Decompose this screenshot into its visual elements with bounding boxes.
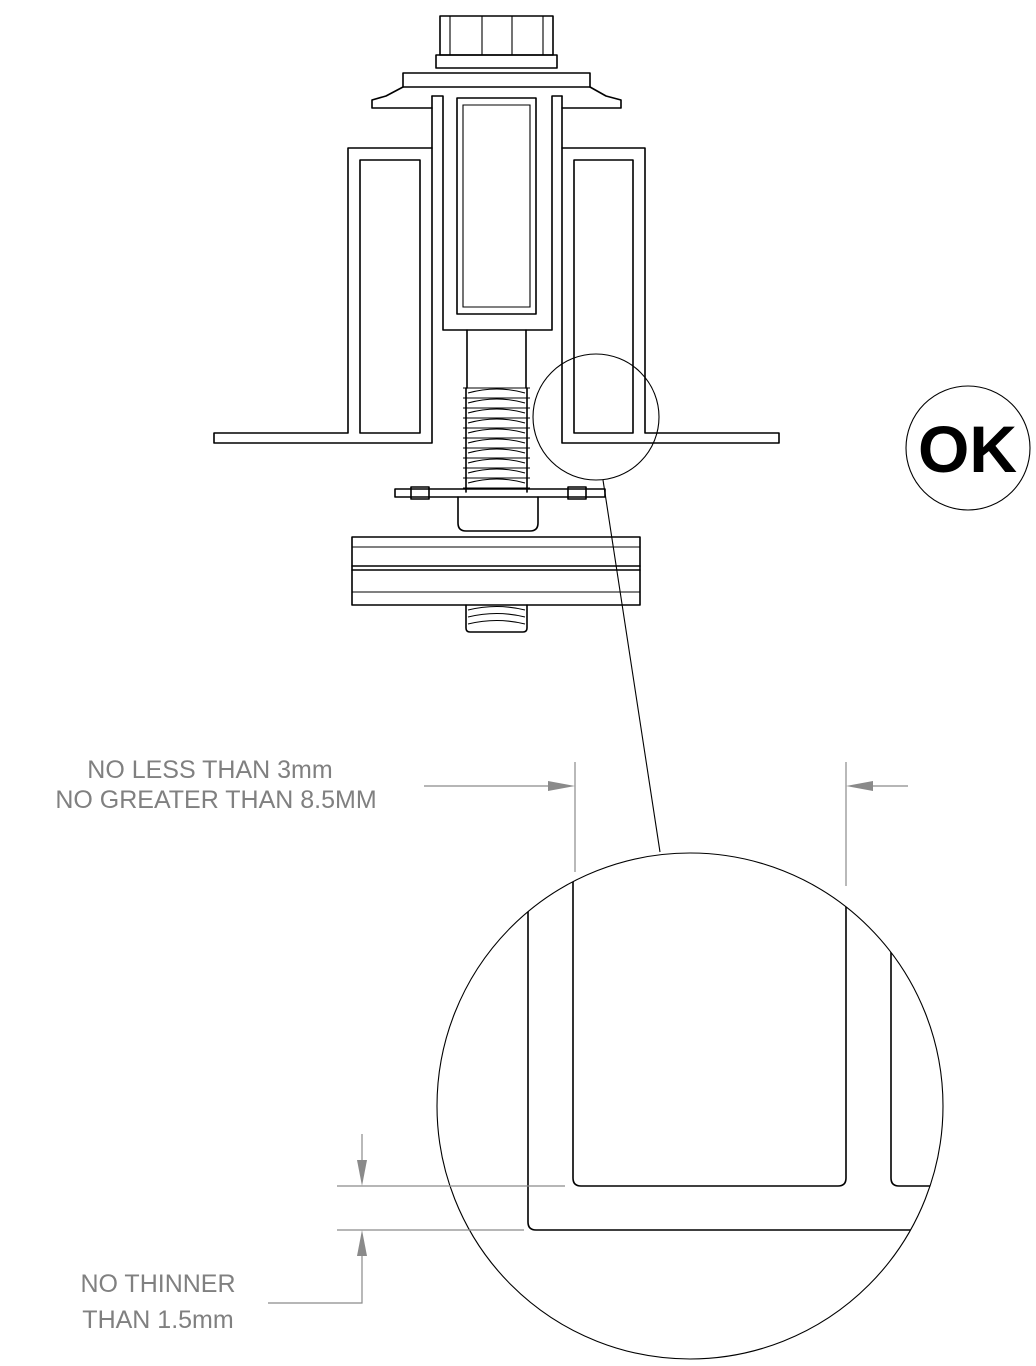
left-rail [213, 147, 433, 444]
gap-callout-line2: NO GREATER THAN 8.5MM [55, 786, 376, 814]
gap-dimension [424, 762, 908, 886]
gap-callout: NO LESS THAN 3mm NO GREATER THAN 8.5MM [55, 756, 376, 814]
detail-profile [527, 859, 943, 1231]
gap-callout-line1: NO LESS THAN 3mm [87, 756, 332, 784]
thickness-dimension [268, 1134, 565, 1304]
spring-clip [394, 486, 606, 532]
right-rail [561, 147, 780, 444]
detail-leader-line [602, 479, 661, 853]
assembly-view [213, 15, 780, 853]
clamp-top [371, 72, 622, 331]
thickness-callout-line1: NO THINNER [80, 1270, 235, 1298]
bolt-head [435, 15, 558, 69]
detail-reference-circle [532, 353, 660, 481]
t-nut-plate [351, 536, 641, 606]
detail-view [436, 852, 944, 1360]
bolt-end [465, 604, 528, 633]
detail-circle [436, 852, 944, 1360]
ok-badge-text: OK [918, 412, 1017, 486]
thickness-callout-line2: THAN 1.5mm [82, 1306, 233, 1334]
ok-badge: OK [905, 385, 1031, 511]
bolt-shank [463, 329, 530, 493]
thickness-callout: NO THINNER THAN 1.5mm [80, 1270, 235, 1334]
